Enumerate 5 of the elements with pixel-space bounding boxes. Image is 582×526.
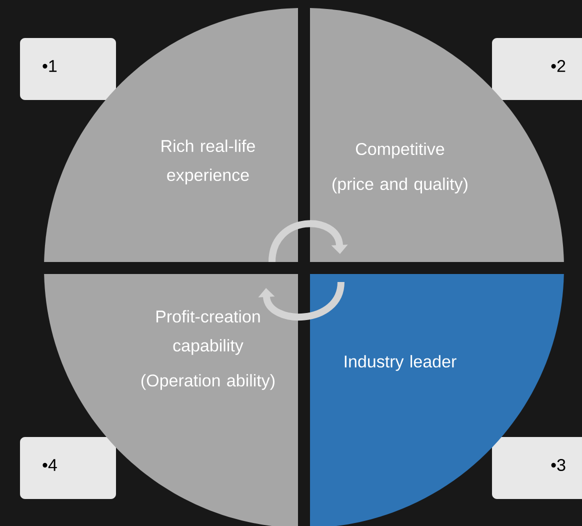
number-box: •1 [20,38,116,100]
number-box: •4 [20,436,116,499]
number-box: •2 [492,38,582,100]
number-box: •3 [492,436,582,499]
curved-arrow [258,282,344,320]
